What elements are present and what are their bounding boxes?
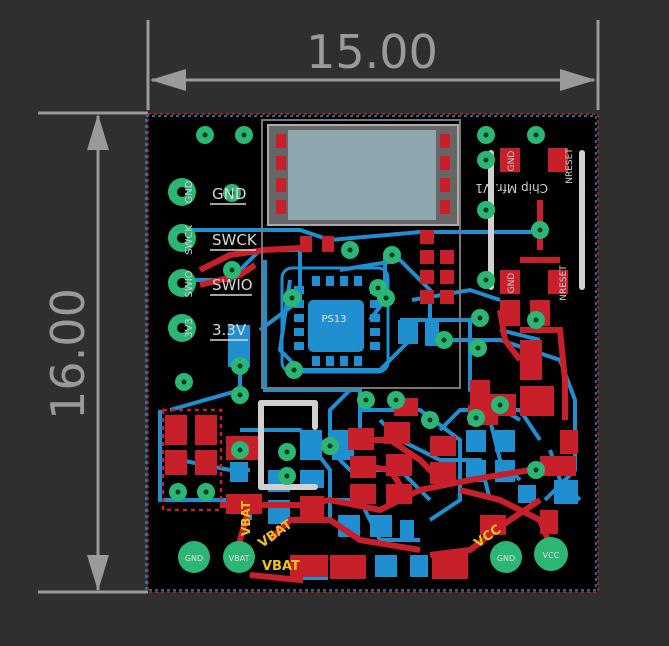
- via-hole: [181, 379, 187, 385]
- via-hole: [284, 473, 290, 479]
- via-hole: [441, 337, 447, 343]
- via-hole: [483, 132, 489, 138]
- via-hole: [203, 489, 209, 495]
- via-hole: [427, 417, 433, 423]
- rotated-pin-labels: GND SWCK SWIO 3V3: [184, 180, 195, 338]
- header-labels: GND SWCK SWIO 3.3V: [210, 185, 258, 341]
- via-hole: [389, 252, 395, 258]
- via-hole: [483, 277, 489, 283]
- crystal-component: [267, 124, 459, 226]
- header-label-gnd: GND: [212, 185, 246, 203]
- qfn-chip: PS13: [280, 266, 390, 374]
- via-hole: [475, 345, 481, 351]
- rotated-label-3v3: 3V3: [184, 318, 195, 338]
- via-layer: [169, 126, 549, 501]
- rotated-label-swio: SWIO: [184, 270, 195, 297]
- via-hole: [202, 132, 208, 138]
- bottom-pad-labels: GND VBAT GND VCC: [185, 551, 560, 563]
- via-hole: [241, 132, 247, 138]
- via-hole: [327, 443, 333, 449]
- pad-label-vcc: VCC: [543, 551, 560, 560]
- board-outline-top: [147, 113, 599, 593]
- rotated-label-gnd: GND: [184, 180, 195, 203]
- via-hole: [237, 363, 243, 369]
- module-outline: [261, 119, 461, 389]
- pad-label-vbat: VBAT: [229, 554, 250, 563]
- via-hole: [473, 415, 479, 421]
- via-hole: [175, 489, 181, 495]
- via-hole: [477, 315, 483, 321]
- net-label-vbat-a: VBAT: [239, 500, 253, 536]
- pad-label-gnd-right: GND: [497, 554, 515, 563]
- via-hole: [291, 367, 297, 373]
- label-gnd-bottom: GND: [507, 273, 517, 294]
- via-hole: [393, 397, 399, 403]
- bottom-pads: [178, 537, 568, 573]
- header-label-swck: SWCK: [212, 231, 258, 249]
- label-nreset-top: NRESET: [565, 148, 575, 184]
- header-pins: [168, 178, 196, 342]
- pad-label-gnd-left: GND: [185, 554, 203, 563]
- via-hole: [289, 295, 295, 301]
- via-hole: [347, 247, 353, 253]
- dimension-width: 15.00: [146, 20, 600, 110]
- header-label-3v3: 3.3V: [212, 321, 247, 339]
- top-copper-pads: [165, 148, 578, 579]
- label-gnd-top: GND: [507, 151, 517, 172]
- rotated-label-swck: SWCK: [184, 225, 195, 255]
- height-dimension-label: 16.00: [41, 288, 95, 420]
- via-hole: [483, 157, 489, 163]
- via-hole: [237, 392, 243, 398]
- right-labels: GND NRESET GND NRESET Chip Mfr. V1: [475, 148, 575, 301]
- via-hole: [375, 285, 381, 291]
- dimension-height: 16.00: [38, 111, 148, 594]
- board-outline-bottom: [145, 115, 597, 591]
- via-hole: [383, 295, 389, 301]
- via-hole: [363, 397, 369, 403]
- via-hole: [483, 207, 489, 213]
- via-hole: [237, 447, 243, 453]
- via-hole: [497, 402, 503, 408]
- width-dimension-label: 15.00: [306, 25, 438, 79]
- net-label-vbat-c: VBAT: [262, 559, 300, 574]
- via-hole: [537, 227, 543, 233]
- via-hole: [533, 317, 539, 323]
- label-nreset-bottom: NRESET: [559, 265, 569, 301]
- mirrored-maker-text: Chip Mfr. V1: [475, 181, 548, 195]
- silkscreen-bars: [258, 150, 585, 490]
- passives-courtyard: [161, 408, 223, 512]
- via-hole: [533, 132, 539, 138]
- chip-label: PS13: [321, 314, 346, 325]
- via-hole: [229, 190, 235, 196]
- header-label-swio: SWIO: [212, 276, 253, 294]
- via-hole: [533, 467, 539, 473]
- via-hole: [229, 267, 235, 273]
- via-hole: [284, 449, 290, 455]
